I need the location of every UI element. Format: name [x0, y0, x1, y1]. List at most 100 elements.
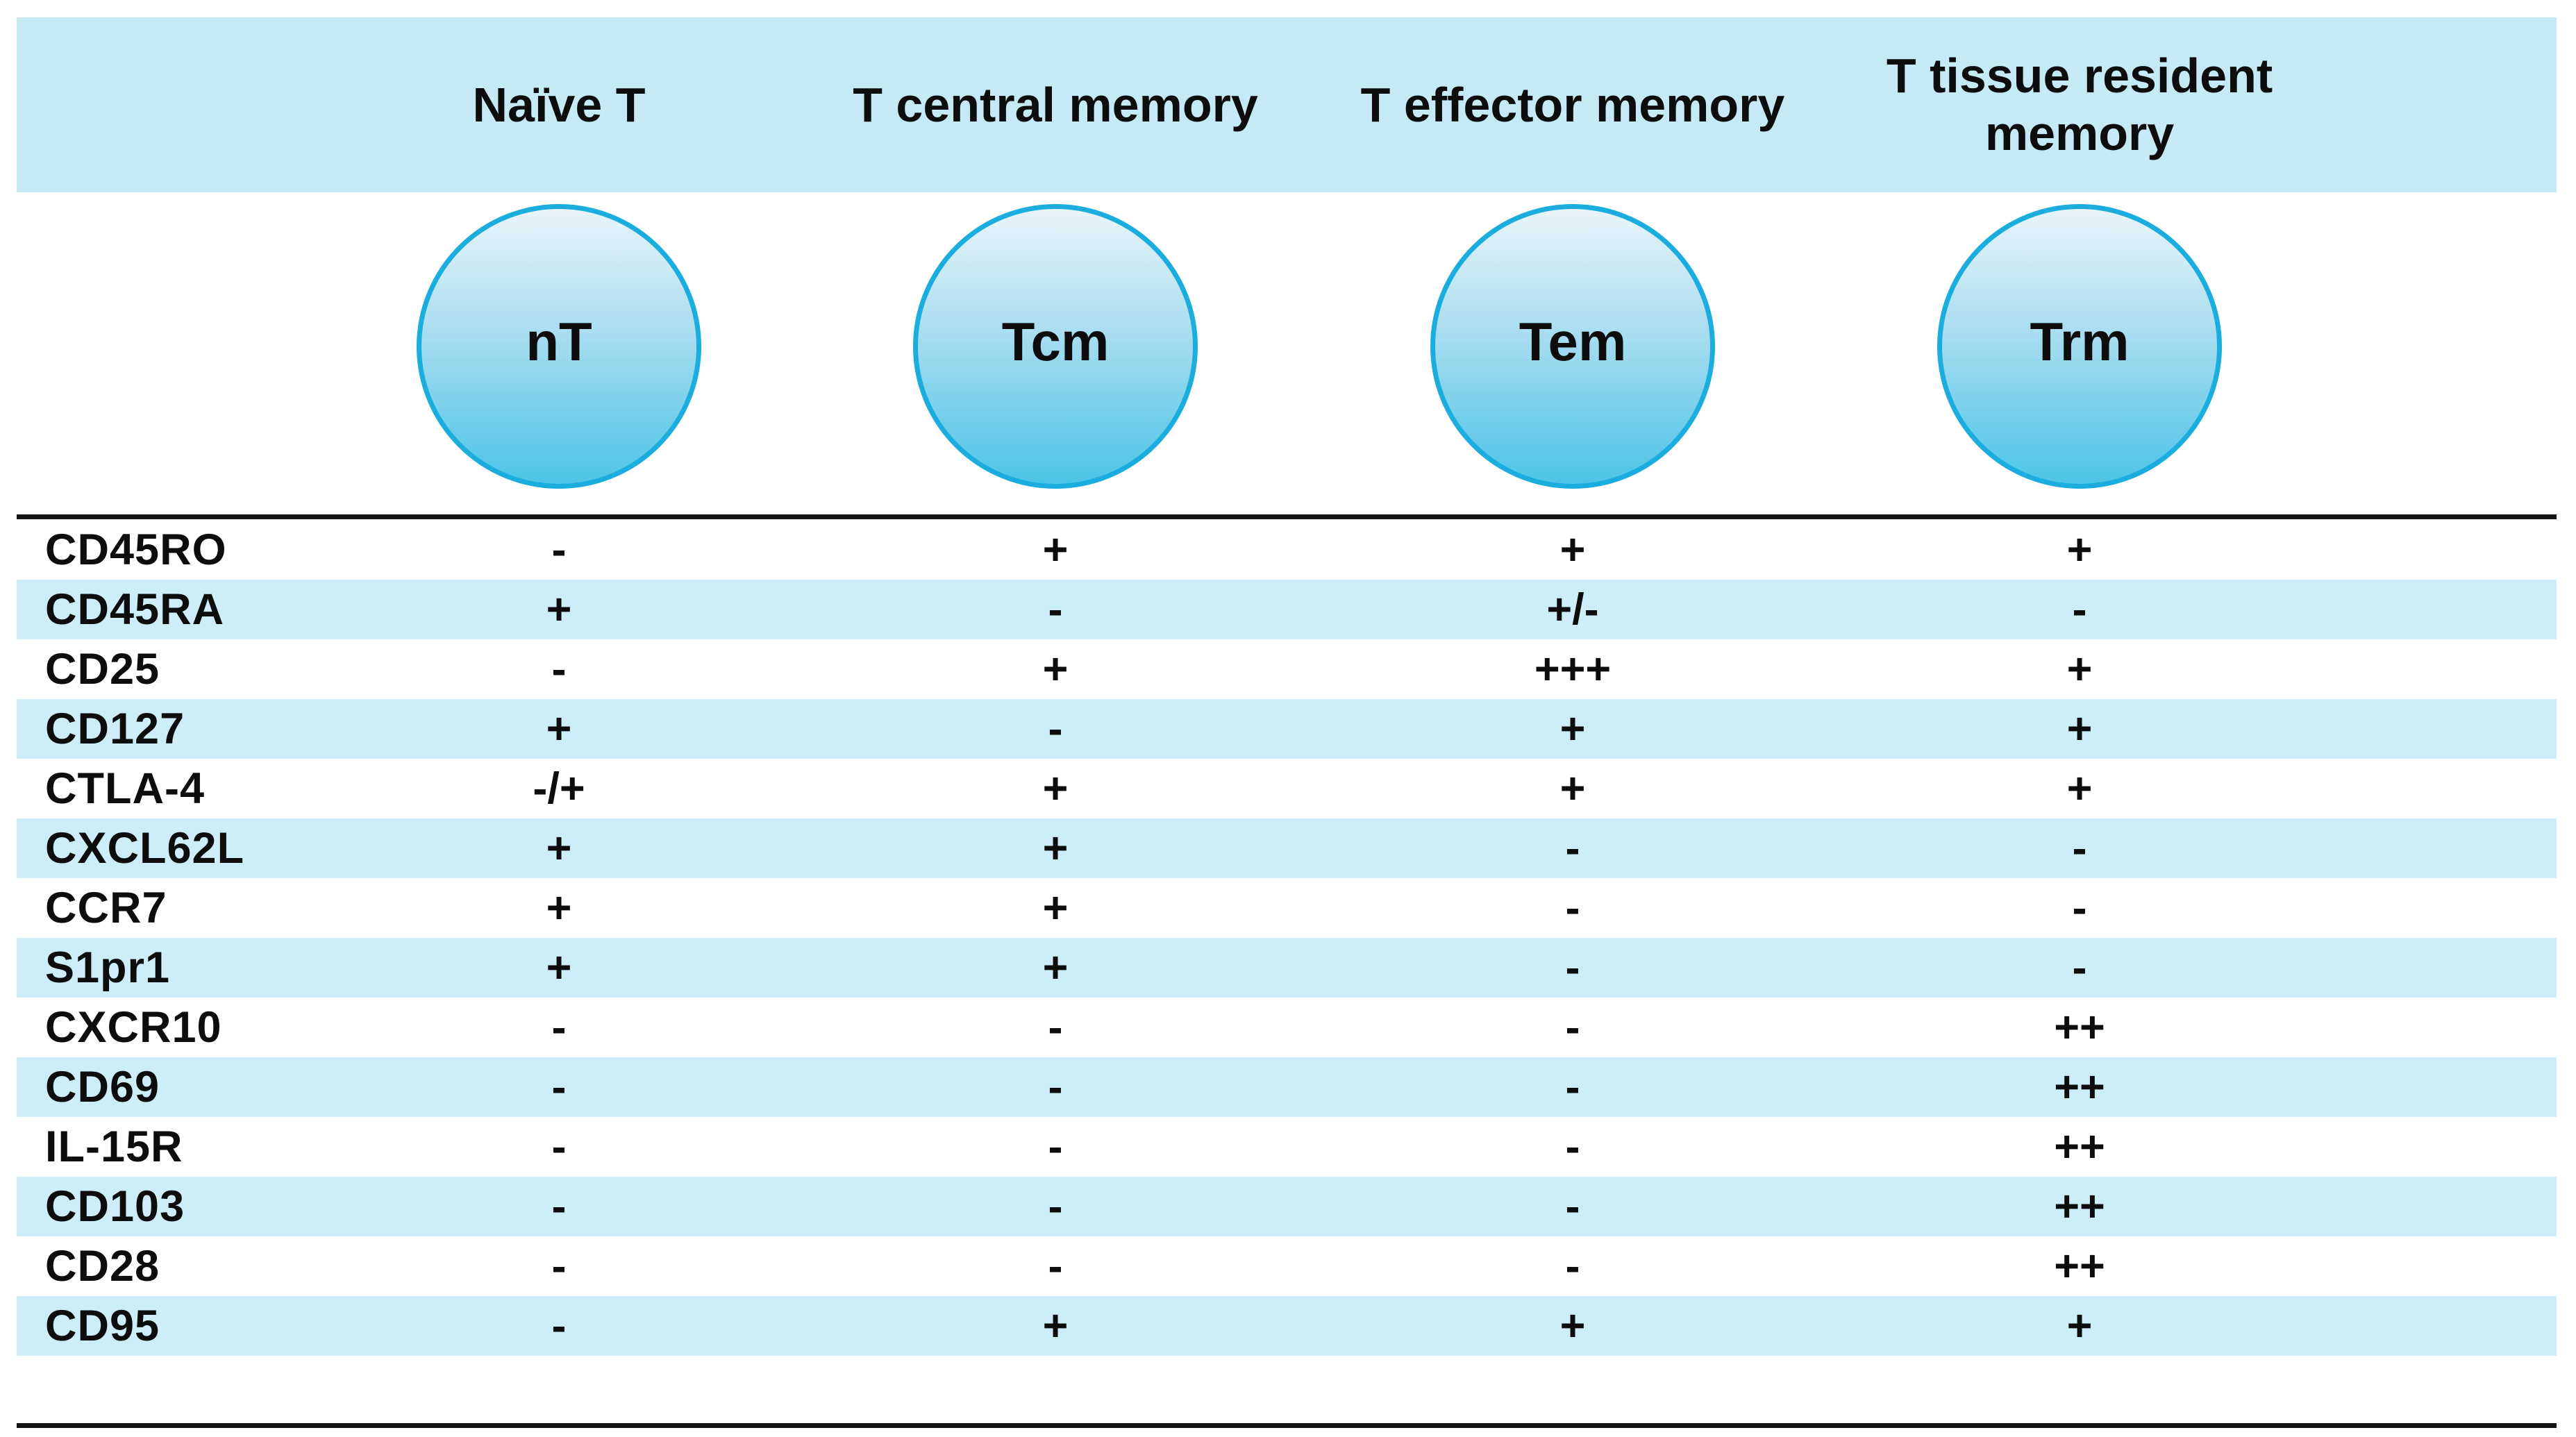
value-trm: ++	[2054, 1182, 2105, 1231]
value-trm: ++	[2054, 1003, 2105, 1052]
marker-label: CD127	[45, 705, 185, 753]
value-trm: +	[2066, 764, 2093, 813]
value-trm: +	[2066, 645, 2093, 694]
value-tcm: +	[1042, 645, 1069, 694]
value-tem: -	[1565, 884, 1580, 932]
value-tem: -	[1565, 1063, 1580, 1111]
value-naive-t: -	[551, 1123, 567, 1171]
value-naive-t: -/+	[533, 764, 585, 813]
table-row: CD25 - + +++ +	[17, 639, 2557, 699]
table-row: CTLA-4 -/+ + + +	[17, 759, 2557, 818]
column-header-t-tissue-resident-memory: T tissue resident memory	[1886, 49, 2273, 160]
cell-circle-tcm-label: Tcm	[1001, 310, 1110, 372]
marker-label: IL-15R	[45, 1123, 183, 1171]
table-bottom-rule	[17, 1423, 2557, 1428]
table-top-rule	[17, 514, 2557, 519]
cell-circle-trm: Trm	[1937, 204, 2222, 489]
value-tcm: -	[1048, 1003, 1063, 1052]
header-band	[17, 17, 2557, 192]
value-tcm: -	[1048, 1182, 1063, 1231]
table-row: CCR7 + + - -	[17, 878, 2557, 938]
table-row: CD69 - - - ++	[17, 1057, 2557, 1117]
value-naive-t: -	[551, 1302, 567, 1350]
value-trm: ++	[2054, 1123, 2105, 1171]
cell-circle-tcm: Tcm	[913, 204, 1198, 489]
value-naive-t: -	[551, 1242, 567, 1291]
value-trm: ++	[2054, 1063, 2105, 1111]
value-naive-t: +	[546, 585, 572, 634]
table-row: CD103 - - - ++	[17, 1177, 2557, 1236]
cell-circle-nt-label: nT	[526, 310, 592, 372]
value-tcm: +	[1042, 1302, 1069, 1350]
marker-label: CD25	[45, 645, 160, 694]
value-tem: -	[1565, 1242, 1580, 1291]
value-naive-t: -	[551, 645, 567, 694]
cell-circle-trm-label: Trm	[2030, 310, 2130, 372]
value-tcm: +	[1042, 884, 1069, 932]
value-tem: -	[1565, 824, 1580, 873]
value-tcm: -	[1048, 1242, 1063, 1291]
table-row: CD28 - - - ++	[17, 1236, 2557, 1296]
marker-label: CCR7	[45, 884, 167, 932]
value-tem: +	[1559, 764, 1586, 813]
value-naive-t: +	[546, 824, 572, 873]
marker-rows: CD45RO - + + + CD45RA + - +/- - CD25 - +…	[17, 520, 2557, 1356]
value-trm: ++	[2054, 1242, 2105, 1291]
marker-label: S1pr1	[45, 943, 171, 992]
marker-label: CD103	[45, 1182, 185, 1231]
marker-label: CD45RA	[45, 585, 225, 634]
table-row: CD95 - + + +	[17, 1296, 2557, 1356]
value-trm: -	[2072, 824, 2087, 873]
value-tem: +	[1559, 705, 1586, 753]
value-naive-t: +	[546, 884, 572, 932]
value-trm: -	[2072, 585, 2087, 634]
value-tem: -	[1565, 1182, 1580, 1231]
value-trm: +	[2066, 705, 2093, 753]
value-tcm: -	[1048, 705, 1063, 753]
table-row: S1pr1 + + - -	[17, 938, 2557, 998]
value-tcm: -	[1048, 1123, 1063, 1171]
column-header-t-effector-memory: T effector memory	[1360, 77, 1785, 132]
value-trm: +	[2066, 1302, 2093, 1350]
value-tcm: +	[1042, 526, 1069, 574]
table-row: CD45RA + - +/- -	[17, 580, 2557, 639]
cell-circle-nt: nT	[417, 204, 701, 489]
table-row: CD127 + - + +	[17, 699, 2557, 759]
value-tem: +	[1559, 1302, 1586, 1350]
marker-label: CXCR10	[45, 1003, 222, 1052]
marker-label: CTLA-4	[45, 764, 205, 813]
value-tem: +/-	[1546, 585, 1599, 634]
value-naive-t: +	[546, 943, 572, 992]
value-tem: +++	[1534, 645, 1612, 694]
table-row: CXCL62L + + - -	[17, 818, 2557, 878]
value-tem: -	[1565, 943, 1580, 992]
value-naive-t: +	[546, 705, 572, 753]
marker-label: CD69	[45, 1063, 160, 1111]
column-header-t-central-memory: T central memory	[853, 77, 1258, 132]
value-naive-t: -	[551, 1003, 567, 1052]
marker-label: CD28	[45, 1242, 160, 1291]
value-tem: +	[1559, 526, 1586, 574]
value-tcm: +	[1042, 764, 1069, 813]
value-naive-t: -	[551, 1182, 567, 1231]
cell-circle-tem-label: Tem	[1519, 310, 1627, 372]
value-tcm: +	[1042, 943, 1069, 992]
value-tem: -	[1565, 1123, 1580, 1171]
value-trm: -	[2072, 943, 2087, 992]
column-header-naive-t: Naïve T	[472, 77, 646, 132]
marker-label: CD95	[45, 1302, 160, 1350]
marker-label: CD45RO	[45, 526, 227, 574]
marker-label: CXCL62L	[45, 824, 245, 873]
cell-circle-tem: Tem	[1430, 204, 1715, 489]
table-row: CD45RO - + + +	[17, 520, 2557, 580]
value-trm: +	[2066, 526, 2093, 574]
table-row: CXCR10 - - - ++	[17, 998, 2557, 1057]
value-naive-t: -	[551, 526, 567, 574]
value-trm: -	[2072, 884, 2087, 932]
value-tcm: -	[1048, 1063, 1063, 1111]
value-tcm: +	[1042, 824, 1069, 873]
value-tcm: -	[1048, 585, 1063, 634]
value-tem: -	[1565, 1003, 1580, 1052]
table-row: IL-15R - - - ++	[17, 1117, 2557, 1177]
